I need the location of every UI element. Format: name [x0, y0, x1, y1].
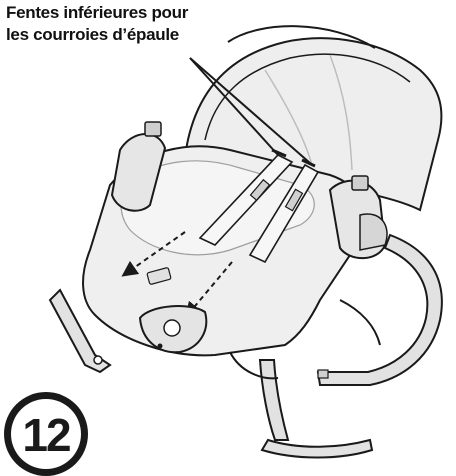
callout-line-2: les courroies d’épaule — [6, 24, 256, 46]
step-number-badge: 12 — [4, 392, 88, 476]
rocker-base — [260, 360, 288, 440]
step-number-inner: 12 — [11, 399, 81, 469]
callout-line-1: Fentes inférieures pour — [6, 2, 256, 24]
step-number: 12 — [11, 399, 81, 469]
strap-slot-callout: Fentes inférieures pour les courroies d’… — [6, 2, 256, 46]
